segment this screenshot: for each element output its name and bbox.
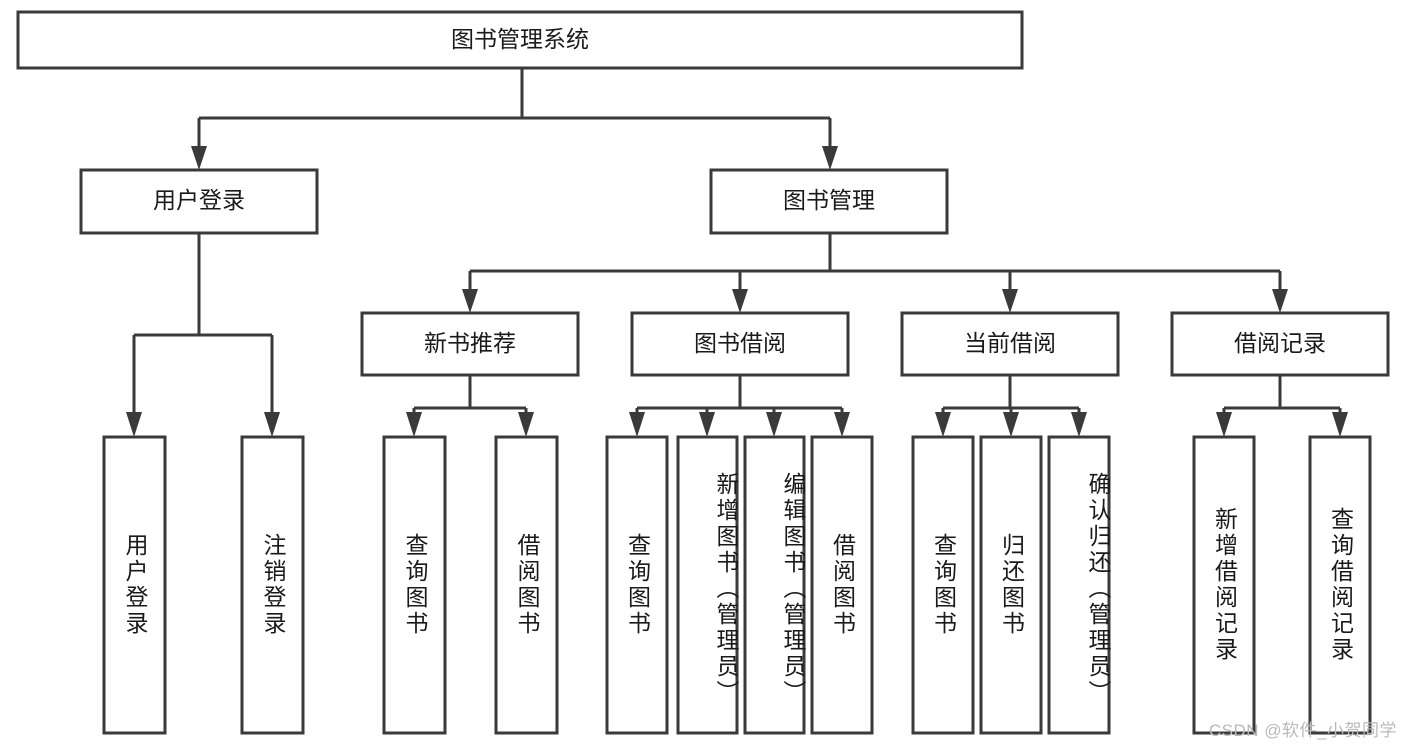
node-root-label: 图书管理系统 xyxy=(451,26,589,52)
leaf-book-borrow-3[interactable] xyxy=(810,435,874,735)
leaf-book-borrow-2[interactable] xyxy=(743,435,806,735)
node-current-borrow-label: 当前借阅 xyxy=(964,330,1056,356)
node-new-book-recommend[interactable] xyxy=(360,311,580,377)
node-current-borrow[interactable] xyxy=(900,311,1120,377)
connector-user-login-to-leaves xyxy=(126,233,280,437)
leaf-user-login-0[interactable] xyxy=(102,435,167,735)
leaf-current-borrow-1[interactable] xyxy=(979,435,1043,735)
node-user-login[interactable] xyxy=(79,168,319,235)
node-book-borrow[interactable] xyxy=(630,311,850,377)
leaf-book-borrow-1[interactable] xyxy=(676,435,739,735)
node-borrow-records-label: 借阅记录 xyxy=(1234,330,1326,356)
node-new-book-recommend-label: 新书推荐 xyxy=(424,330,516,356)
node-book-management-label: 图书管理 xyxy=(783,187,875,213)
node-book-borrow-label: 图书借阅 xyxy=(694,330,786,356)
connector-borrow-records-to-leaves xyxy=(1216,375,1348,437)
leaf-new-book-1[interactable] xyxy=(494,435,559,735)
node-user-login-label: 用户登录 xyxy=(153,187,245,213)
node-book-management[interactable] xyxy=(709,168,949,235)
leaf-borrow-records-1[interactable] xyxy=(1308,435,1372,735)
connector-new-book-to-leaves xyxy=(406,375,534,437)
connector-current-borrow-to-leaves xyxy=(935,375,1087,437)
leaf-current-borrow-2[interactable] xyxy=(1047,435,1111,735)
leaf-borrow-records-0[interactable] xyxy=(1192,435,1256,735)
leaf-book-borrow-0[interactable] xyxy=(605,435,669,735)
leaf-user-login-1[interactable] xyxy=(240,435,305,735)
leaf-current-borrow-0[interactable] xyxy=(911,435,975,735)
csdn-watermark: CSDN @软件_小贺同学 xyxy=(1208,721,1397,740)
node-root[interactable] xyxy=(16,10,1024,70)
leaf-new-book-0[interactable] xyxy=(382,435,447,735)
connector-book-management-to-level3 xyxy=(462,233,1288,313)
connector-root-to-level2 xyxy=(191,68,838,170)
node-borrow-records[interactable] xyxy=(1170,311,1390,377)
connector-book-borrow-to-leaves xyxy=(629,375,850,437)
